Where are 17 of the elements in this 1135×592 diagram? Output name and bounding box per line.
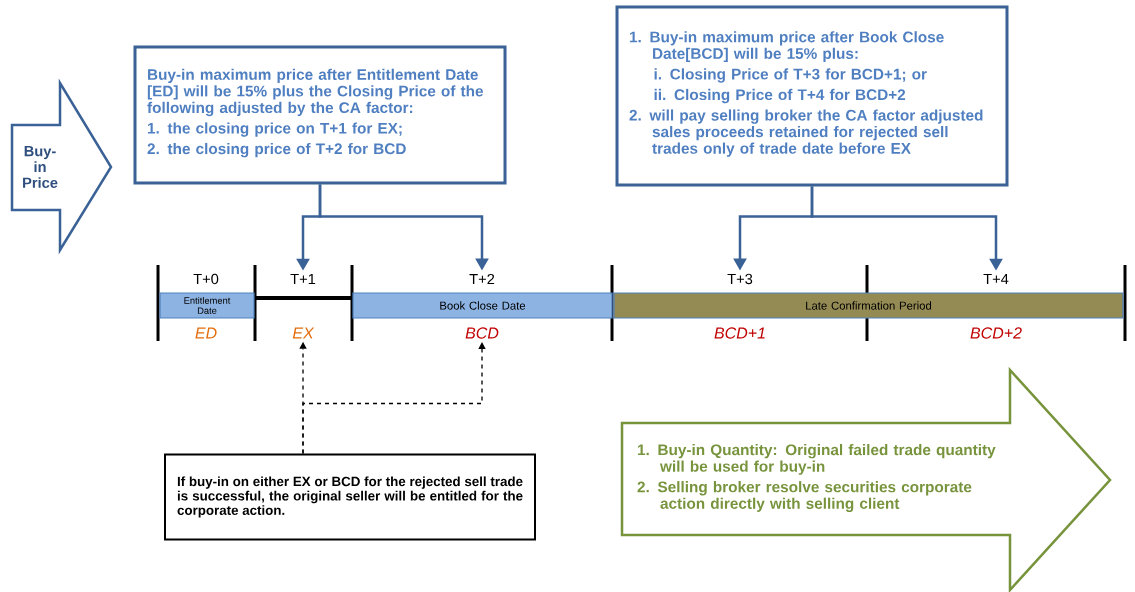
timeline-label: T+3 bbox=[727, 273, 753, 285]
date-label: EX bbox=[292, 327, 315, 339]
timeline-band: Book Close Date bbox=[352, 292, 613, 319]
timeline-label: T+4 bbox=[983, 273, 1009, 285]
timeline-label: T+0 bbox=[193, 273, 219, 285]
note-box: If buy-in on either EX or BCD for the rejected sell trade is successful, the original seller will be entitled for the corporate action. bbox=[164, 453, 536, 541]
date-label: BCD bbox=[465, 327, 499, 339]
timeline-band: Late Confirmation Period bbox=[613, 292, 1124, 319]
timeline-label: T+1 bbox=[290, 273, 316, 285]
timeline-label: T+2 bbox=[469, 273, 495, 285]
callout-box: 1. Buy-in maximum price after Book Close Date[BCD] will be 15% plus: i. Closing Price of T+3 for BCD+1; or ii. Closing Price of T+4 for BCD+2 2. will pay selling broker the CA factor adjusted sales proceeds retained for rejected sell trades only of trade date before EX bbox=[615, 5, 1009, 187]
timeline-band: Entitlement Date bbox=[159, 292, 255, 319]
arrow bbox=[302, 342, 486, 455]
callout-box: Buy-in maximum price after Entitlement Date [ED] will be 15% plus the Closing Price of the following adjusted by the CA factor: 1. the closing price on T+1 for EX; 2. the closing price of T+2 for BCD bbox=[133, 45, 507, 185]
date-label: ED bbox=[195, 327, 217, 339]
date-label: BCD+2 bbox=[970, 327, 1022, 339]
date-label: BCD+1 bbox=[714, 327, 765, 339]
